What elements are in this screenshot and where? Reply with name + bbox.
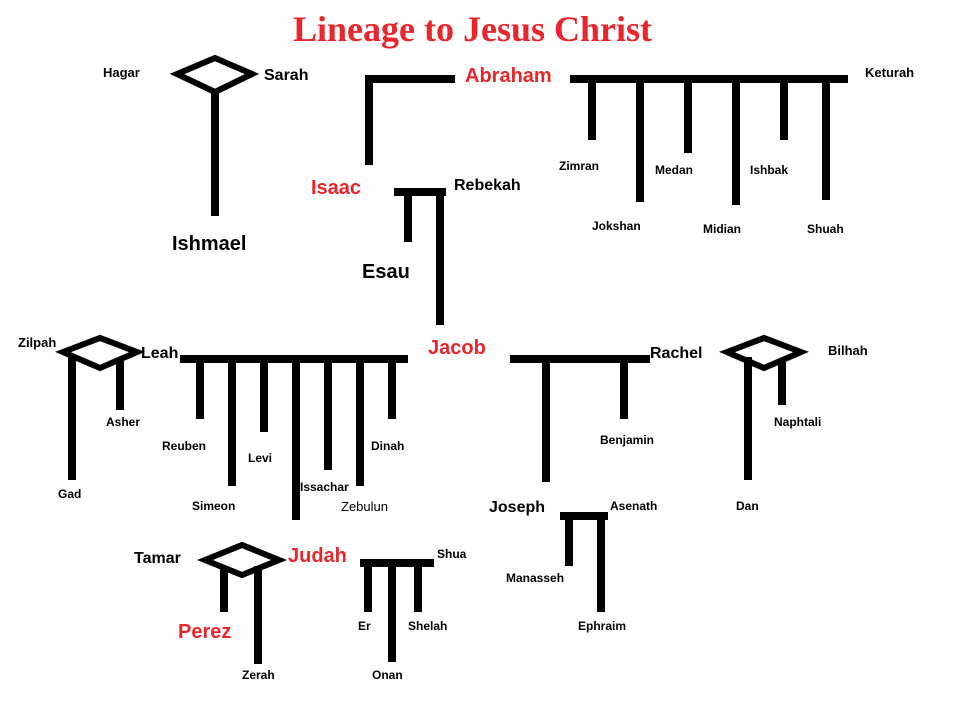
union-diamond-tamar-judah bbox=[197, 541, 287, 579]
label-manasseh: Manasseh bbox=[506, 571, 565, 585]
label-esau: Esau bbox=[362, 261, 410, 283]
label-zilpah: Zilpah bbox=[18, 335, 57, 350]
label-perez: Perez bbox=[178, 621, 232, 643]
label-er: Er bbox=[358, 619, 371, 633]
label-shua: Shua bbox=[437, 547, 467, 561]
label-benjamin: Benjamin bbox=[600, 433, 655, 447]
label-leah: Leah bbox=[141, 345, 179, 362]
label-isaac: Isaac bbox=[311, 177, 362, 199]
label-dinah: Dinah bbox=[371, 439, 405, 453]
label-rebekah: Rebekah bbox=[454, 177, 521, 194]
label-zerah: Zerah bbox=[242, 668, 275, 682]
label-joseph: Joseph bbox=[489, 499, 546, 516]
label-medan: Medan bbox=[655, 163, 694, 177]
label-issachar: Issachar bbox=[300, 480, 349, 494]
label-jacob: Jacob bbox=[428, 337, 486, 359]
label-naphtali: Naphtali bbox=[774, 415, 822, 429]
label-levi: Levi bbox=[248, 451, 273, 465]
label-midian: Midian bbox=[703, 222, 741, 236]
label-bilhah: Bilhah bbox=[828, 343, 868, 358]
label-tamar: Tamar bbox=[134, 550, 181, 567]
label-onan: Onan bbox=[372, 668, 403, 682]
label-hagar: Hagar bbox=[103, 65, 140, 80]
label-ephraim: Ephraim bbox=[578, 619, 627, 633]
label-zebulun: Zebulun bbox=[341, 499, 388, 514]
label-ishbak: Ishbak bbox=[750, 163, 789, 177]
label-zimran: Zimran bbox=[559, 159, 600, 173]
label-dan: Dan bbox=[736, 499, 759, 513]
label-abraham: Abraham bbox=[465, 65, 552, 87]
label-shuah: Shuah bbox=[807, 222, 844, 236]
label-simeon: Simeon bbox=[192, 499, 236, 513]
label-shelah: Shelah bbox=[408, 619, 448, 633]
label-ishmael: Ishmael bbox=[172, 233, 247, 255]
union-diamond-bilhah-jacob bbox=[719, 334, 809, 372]
union-diamond-hagar-abraham bbox=[169, 54, 260, 96]
label-asher: Asher bbox=[106, 415, 141, 429]
diagram-title: Lineage to Jesus Christ bbox=[293, 9, 652, 49]
label-reuben: Reuben bbox=[162, 439, 207, 453]
label-rachel: Rachel bbox=[650, 345, 703, 362]
label-asenath: Asenath bbox=[610, 499, 658, 513]
label-sarah: Sarah bbox=[264, 67, 309, 84]
label-gad: Gad bbox=[58, 487, 82, 501]
label-keturah: Keturah bbox=[865, 65, 915, 80]
label-judah: Judah bbox=[288, 545, 347, 567]
label-jokshan: Jokshan bbox=[592, 219, 641, 233]
union-diamond-zilpah-jacob bbox=[55, 334, 145, 372]
